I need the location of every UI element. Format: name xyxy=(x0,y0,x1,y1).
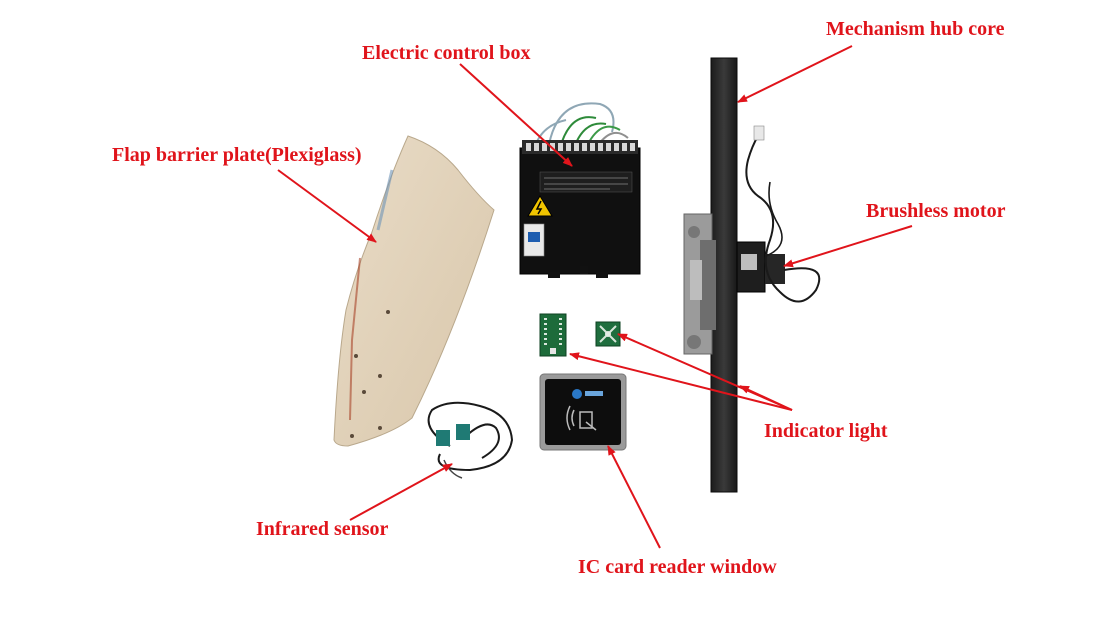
arrow-ic-card-reader xyxy=(607,445,661,549)
label-flap-barrier-plate: Flap barrier plate(Plexiglass) xyxy=(112,144,362,166)
arrow-indicator-light-bar xyxy=(739,385,793,411)
rfid-wave-icon xyxy=(566,405,597,431)
arrow-mechanism-hub-core xyxy=(737,45,853,103)
brushless-motor xyxy=(736,125,821,303)
flap-barrier-plate xyxy=(333,135,495,447)
mechanism-hub-core xyxy=(683,57,738,493)
arrow-flap-barrier-plate xyxy=(277,169,377,243)
warning-triangle-icon xyxy=(527,195,553,217)
arrow-indicator-light-left xyxy=(569,352,793,411)
arrow-brushless-motor xyxy=(783,225,913,268)
arrow-electric-control-box xyxy=(459,63,573,167)
electric-control-box xyxy=(519,102,641,278)
label-electric-control-box: Electric control box xyxy=(362,42,531,64)
arrow-infrared-sensor xyxy=(349,463,453,521)
label-brushless-motor: Brushless motor xyxy=(866,200,1006,222)
label-mechanism-hub-core: Mechanism hub core xyxy=(826,18,1005,40)
infrared-sensor xyxy=(427,401,514,479)
indicator-light-board-right xyxy=(595,321,621,347)
label-indicator-light: Indicator light xyxy=(764,420,888,442)
label-ic-card-reader-window: IC card reader window xyxy=(578,556,777,578)
label-infrared-sensor: Infrared sensor xyxy=(256,518,389,540)
indicator-light-board-left xyxy=(539,313,567,357)
